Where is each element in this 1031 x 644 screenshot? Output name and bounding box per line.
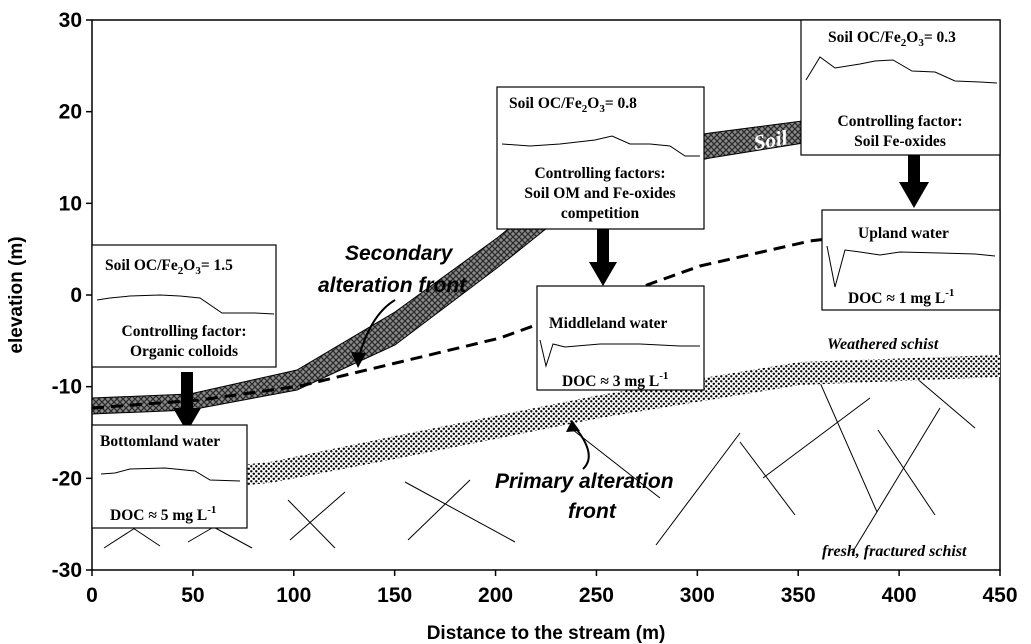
x-tick-label: 0: [86, 584, 98, 607]
middleland-water-title: Middleland water: [549, 315, 668, 332]
upland-doc: DOC ≈ 1 mg L: [848, 290, 945, 307]
y-tick-label: 10: [59, 192, 82, 215]
bottom-soil-factor-1: Controlling factor:: [122, 323, 247, 340]
arrow-middleland: [589, 224, 617, 286]
y-tick-label: -20: [52, 467, 82, 490]
box-bottom-soil: Soil OC/Fe2O3= 1.5 Controlling factor: O…: [91, 244, 277, 368]
y-tick-label: 20: [59, 101, 82, 124]
fracture-lines: [103, 376, 976, 554]
box-middleland-water: Middleland water DOC ≈ 3 mg L-1: [536, 285, 705, 391]
upland-doc-exp: -1: [945, 287, 954, 299]
x-tick-label: 250: [579, 584, 614, 607]
svg-text:DOC ≈ 3 mg L-1: DOC ≈ 3 mg L-1: [562, 370, 668, 390]
arrow-upland: [899, 155, 929, 208]
bottom-soil-factor-2: Organic colloids: [130, 343, 238, 360]
svg-text:DOC ≈ 1 mg L-1: DOC ≈ 1 mg L-1: [848, 287, 954, 307]
bottomland-doc: DOC ≈ 5 mg L: [110, 507, 207, 524]
y-tick-label: 0: [70, 284, 82, 307]
svg-text:Soil OC/Fe2O3= 1.5: Soil OC/Fe2O3= 1.5: [105, 257, 233, 277]
middle-soil-factor-2: Soil OM and Fe-oxides: [524, 185, 675, 202]
svg-text:Soil OC/Fe2O3= 0.3: Soil OC/Fe2O3= 0.3: [828, 29, 956, 49]
svg-text:DOC ≈ 5 mg L-1: DOC ≈ 5 mg L-1: [110, 504, 216, 524]
secondary-front-label-1: Secondary: [345, 242, 454, 265]
box-middle-soil: Soil OC/Fe2O3= 0.8 Controlling factors: …: [496, 86, 705, 230]
primary-alteration-band: [190, 355, 1000, 490]
middle-soil-ratio-prefix: Soil OC/Fe: [509, 95, 582, 112]
arrow-primary-front: [566, 420, 590, 470]
primary-front-label-1: Primary alteration: [495, 470, 674, 493]
upland-water-title: Upland water: [858, 225, 949, 242]
x-tick-label: 450: [982, 584, 1017, 607]
y-axis: -30 -20 -10 0 10 20 30: [52, 9, 92, 582]
x-tick-label: 300: [680, 584, 715, 607]
upper-soil-ratio-value: = 0.3: [924, 29, 956, 46]
box-upper-soil: Soil OC/Fe2O3= 0.3 Controlling factor: S…: [800, 19, 1001, 156]
bottom-soil-ratio-prefix: Soil OC/Fe: [105, 257, 178, 274]
arrow-secondary-front: [351, 299, 396, 368]
middle-soil-factor-1: Controlling factors:: [534, 165, 665, 182]
svg-text:Soil OC/Fe2O3= 0.8: Soil OC/Fe2O3= 0.8: [509, 95, 637, 115]
arrow-bottomland: [173, 372, 201, 432]
upper-soil-factor-1: Controlling factor:: [838, 113, 963, 130]
middle-soil-ratio-value: = 0.8: [605, 95, 637, 112]
bottomland-doc-exp: -1: [207, 504, 216, 516]
bottomland-water-title: Bottomland water: [100, 433, 220, 450]
upper-soil-ratio-prefix: Soil OC/Fe: [828, 29, 901, 46]
y-axis-label: elevation (m): [6, 236, 27, 353]
x-tick-label: 350: [781, 584, 816, 607]
fresh-schist-label: fresh, fractured schist: [822, 543, 967, 560]
y-tick-label: 30: [59, 9, 82, 32]
x-tick-label: 400: [882, 584, 917, 607]
bottom-soil-ratio-value: = 1.5: [201, 257, 233, 274]
primary-front-label-2: front: [568, 500, 617, 523]
middleland-doc: DOC ≈ 3 mg L: [562, 373, 659, 390]
box-upland-water: Upland water DOC ≈ 1 mg L-1: [821, 209, 1001, 311]
x-axis-label: Distance to the stream (m): [427, 623, 666, 644]
middle-soil-factor-3: competition: [561, 205, 640, 222]
x-axis: 0 50 100 150 200 250 300 350 400 450: [86, 570, 1018, 607]
x-tick-label: 200: [478, 584, 513, 607]
y-tick-label: -10: [52, 376, 82, 399]
y-tick-label: -30: [52, 559, 82, 582]
x-tick-label: 150: [377, 584, 412, 607]
x-tick-label: 100: [276, 584, 311, 607]
middleland-doc-exp: -1: [659, 370, 668, 382]
soil-label: Soil: [752, 125, 790, 155]
weathered-schist-label: Weathered schist: [827, 336, 939, 353]
secondary-front-label-2: alteration front: [318, 274, 467, 297]
box-bottomland-water: Bottomland water DOC ≈ 5 mg L-1: [91, 424, 248, 529]
upper-soil-factor-2: Soil Fe-oxides: [854, 133, 946, 150]
x-tick-label: 50: [181, 584, 204, 607]
